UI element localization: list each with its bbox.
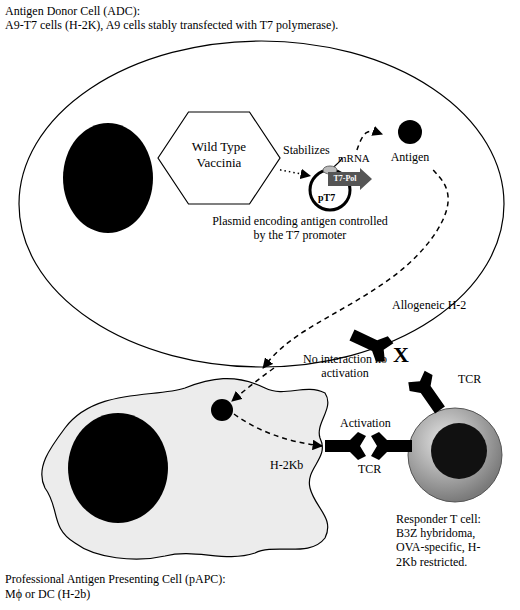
node-text: Professional Antigen Presenting Cell (pA… — [5, 572, 425, 586]
node-text: A9-T7 cells (H-2K), A9 cells stably tran… — [5, 18, 505, 32]
hexagon-outline — [158, 112, 280, 204]
nucleus — [63, 123, 153, 233]
tcr-molecule — [371, 432, 412, 460]
node-text: Responder T cell: — [396, 512, 520, 526]
cell-outline — [19, 41, 504, 367]
antigen-dot: Antigen — [382, 118, 438, 170]
node-text: mRNA — [338, 152, 378, 165]
connector-arrow — [280, 170, 310, 176]
cell-ellipse: Antigen Donor Cell (ADC):A9-T7 cells (H-… — [18, 40, 505, 368]
receptor-label: TCR — [358, 462, 381, 476]
activation-label: Activation — [340, 416, 391, 430]
polymerase-arrow — [328, 168, 372, 190]
virus-hexagon: Wild Type Vaccinia — [158, 112, 280, 204]
mhc-molecule — [325, 432, 366, 460]
mhc-label: H-2Kb — [270, 458, 303, 472]
node-text: Mϕ or DC (H-2b) — [5, 587, 305, 601]
edge-label: Stabilizes — [283, 143, 330, 157]
antigen-dot — [398, 120, 422, 144]
cell-outline — [42, 379, 328, 560]
mhc-label: Allogeneic H-2 — [392, 298, 466, 312]
receptor-label: TCR — [458, 372, 481, 386]
connector-arrow — [263, 170, 448, 368]
node-text: Antigen Donor Cell (ADC): — [5, 4, 485, 18]
plasmid-group: mRNA T7-Pol pT7 — [310, 150, 380, 215]
cell-outline — [408, 408, 502, 502]
node-text: T7-Pol — [328, 174, 362, 184]
nucleus — [431, 423, 487, 479]
node-shape — [407, 407, 503, 503]
node-text: B3Z hybridoma, OVA-specific, H-2Kb restr… — [396, 526, 492, 569]
node-text: pT7 — [318, 192, 346, 204]
t-cell: Responder T cell:B3Z hybridoma, OVA-spec… — [407, 407, 503, 503]
plasmid-caption: Plasmid encoding antigen controlled by t… — [205, 214, 395, 243]
cross-mark: X — [393, 342, 409, 368]
node-shape — [18, 40, 505, 368]
node-text: Antigen — [380, 150, 440, 164]
note-text: No interaction no activation — [300, 352, 390, 381]
node-text: Wild Type Vaccinia — [176, 139, 262, 170]
connector-arrow — [357, 131, 382, 150]
